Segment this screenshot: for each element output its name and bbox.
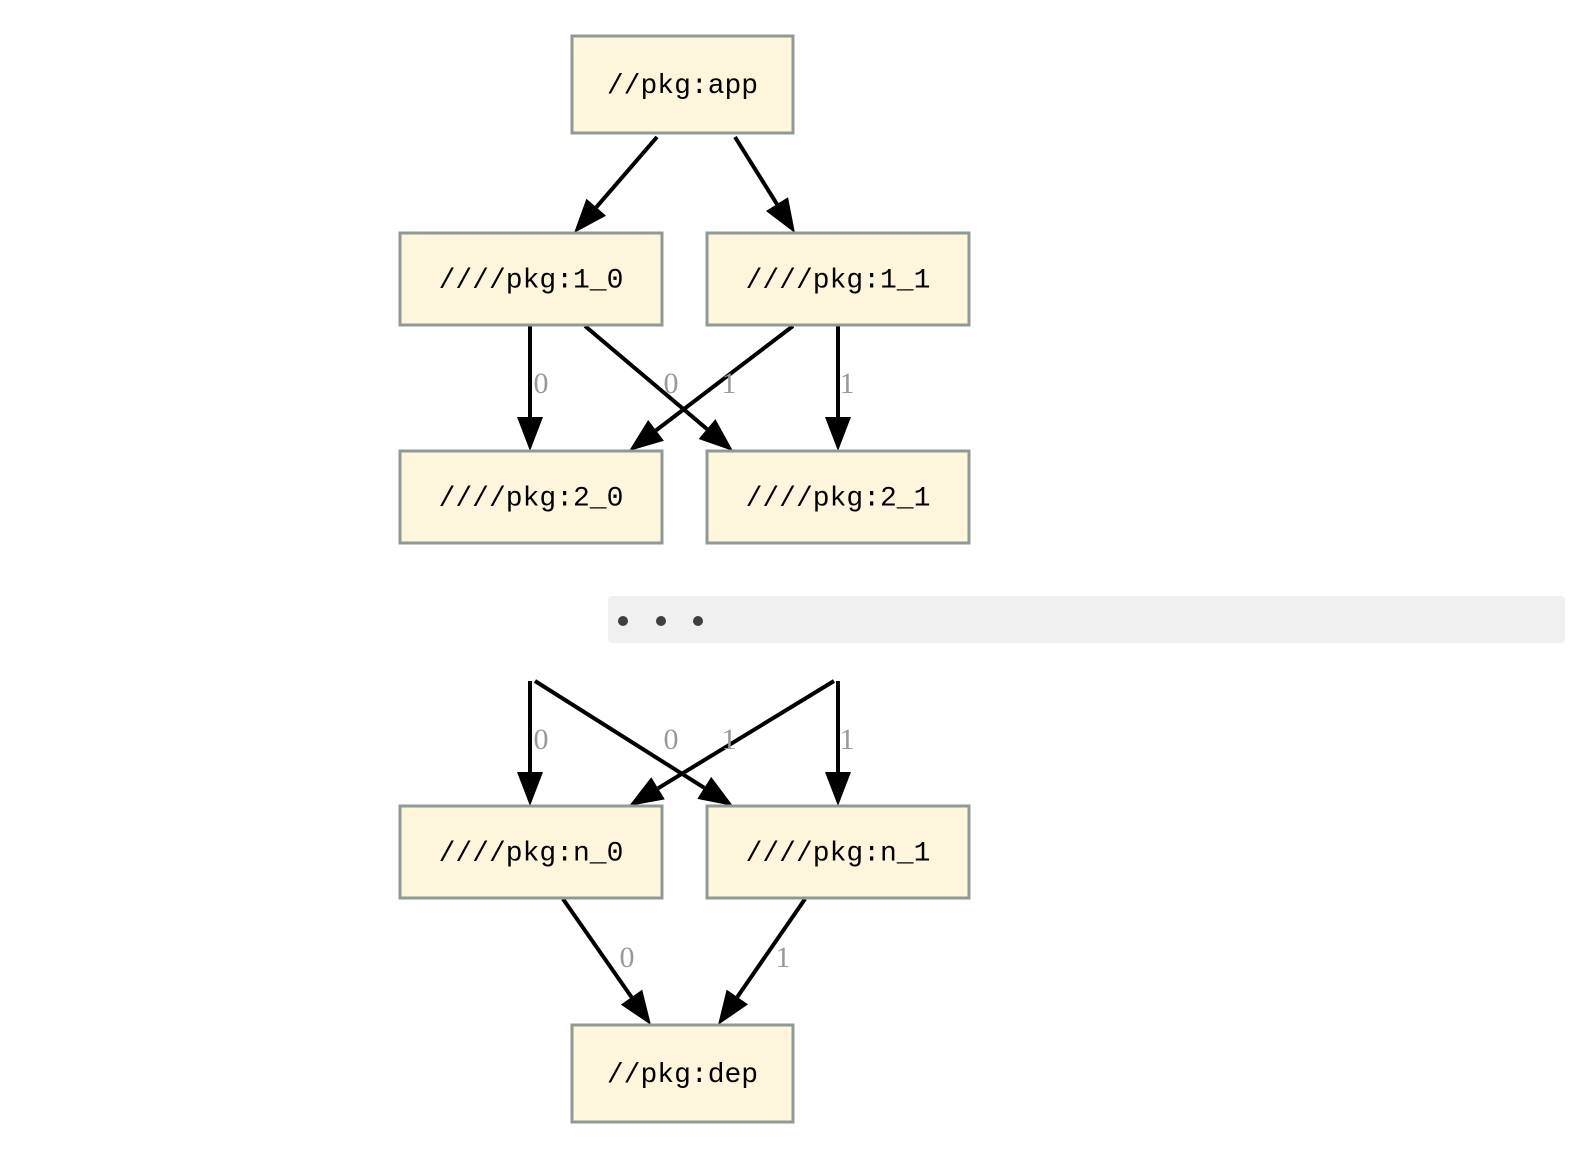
node-label: ////pkg:2_1 xyxy=(746,483,931,514)
ellipsis-separator-layer xyxy=(608,596,1565,643)
node-label: ////pkg:1_0 xyxy=(439,265,624,296)
node-box[interactable] xyxy=(570,34,795,135)
edge-label: 0 xyxy=(664,367,679,400)
node-box[interactable] xyxy=(570,1023,795,1124)
edge-label: 0 xyxy=(664,723,679,756)
node-label: //pkg:app xyxy=(607,71,758,102)
graph-edge xyxy=(733,135,795,233)
edge-label: 0 xyxy=(620,941,635,974)
edge-line xyxy=(561,897,634,999)
graph-node[interactable]: ////pkg:1_1 xyxy=(705,231,971,327)
edge-line xyxy=(735,897,807,999)
graph-edge xyxy=(574,135,659,233)
edge-label: 0 xyxy=(534,367,549,400)
edge-label: 1 xyxy=(722,367,737,400)
node-label: ////pkg:1_1 xyxy=(746,265,931,296)
edge-line xyxy=(594,135,659,209)
graph-node[interactable]: ////pkg:1_0 xyxy=(398,231,664,327)
graph-node[interactable]: ////pkg:n_0 xyxy=(398,804,664,900)
graph-edge xyxy=(629,324,795,451)
edge-line xyxy=(733,135,779,206)
node-label: ////pkg:2_0 xyxy=(439,483,624,514)
arrowhead-icon xyxy=(574,198,607,233)
arrowhead-icon xyxy=(629,777,665,806)
edge-label: 1 xyxy=(840,723,855,756)
edge-label: 1 xyxy=(840,367,855,400)
ellipsis-dot xyxy=(656,616,666,626)
node-layer: //pkg:app ////pkg:1_0 ////pkg:1_1 ////pkg:2… xyxy=(398,34,971,1124)
edge-label: 1 xyxy=(776,941,791,974)
edge-line xyxy=(654,324,795,432)
graph-node[interactable]: //pkg:dep xyxy=(570,1023,795,1124)
graph-edge xyxy=(517,681,543,806)
arrowhead-icon xyxy=(825,772,851,806)
edge-layer xyxy=(517,135,851,1025)
graph-edge xyxy=(533,679,733,806)
ellipsis-dot xyxy=(618,616,628,626)
graph-edge xyxy=(825,681,851,806)
graph-node[interactable]: ////pkg:2_1 xyxy=(705,449,971,545)
edge-label: 1 xyxy=(722,723,737,756)
graph-node[interactable]: ////pkg:n_1 xyxy=(705,804,971,900)
graph-node[interactable]: ////pkg:2_0 xyxy=(398,449,664,545)
graph-edge xyxy=(718,897,807,1025)
graph-edge xyxy=(561,897,651,1025)
arrowhead-icon xyxy=(765,197,795,233)
node-label: ////pkg:n_0 xyxy=(439,838,624,869)
edge-label-layer: 0 1 0 1 0 1 0 1 0 1 xyxy=(534,367,855,974)
arrowhead-icon xyxy=(517,417,543,451)
graph-edge xyxy=(825,326,851,451)
arrowhead-icon xyxy=(629,420,664,451)
node-box[interactable] xyxy=(705,449,971,545)
edge-line xyxy=(533,679,706,790)
arrowhead-icon xyxy=(718,989,749,1025)
edge-line xyxy=(583,324,709,431)
graph-node[interactable]: //pkg:app xyxy=(570,34,795,135)
graph-edge xyxy=(629,679,836,806)
ellipsis-band xyxy=(608,596,1565,643)
node-box[interactable] xyxy=(398,804,664,900)
node-box[interactable] xyxy=(705,804,971,900)
node-box[interactable] xyxy=(705,231,971,327)
graph-edge xyxy=(583,324,733,451)
node-label: //pkg:dep xyxy=(607,1060,758,1091)
edge-line xyxy=(656,679,836,791)
arrowhead-icon xyxy=(825,417,851,451)
edge-label: 0 xyxy=(534,723,549,756)
graph-edge xyxy=(517,326,543,451)
arrowhead-icon xyxy=(697,776,733,806)
arrowhead-icon xyxy=(517,772,543,806)
ellipsis-dot xyxy=(693,616,703,626)
node-box[interactable] xyxy=(398,231,664,327)
node-label: ////pkg:n_1 xyxy=(746,838,931,869)
node-box[interactable] xyxy=(398,449,664,545)
arrowhead-icon xyxy=(620,989,651,1025)
arrowhead-icon xyxy=(698,419,733,451)
